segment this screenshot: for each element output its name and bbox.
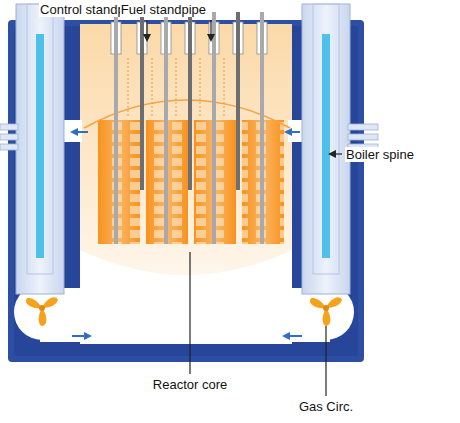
channel-line [152,58,153,118]
fuel-stringer [114,12,118,244]
boiler-column [302,4,350,294]
channel-line [224,58,225,118]
flow-arrows [70,128,302,340]
gas-circulator [25,294,58,327]
fuel-stringer [164,12,168,244]
control-rod [236,12,240,190]
boiler-pipes [0,124,18,150]
boiler-column [16,4,64,294]
standpipes [111,12,267,244]
channel-line [128,58,129,118]
fuel-stringer [260,12,264,244]
channel-line [176,58,177,118]
fuel-stringer [212,12,216,244]
boiler-spine [322,34,330,258]
leader-lines [143,20,342,396]
control-rod [140,12,144,190]
part-label: Reactor core [152,377,228,392]
gas-circulator [309,294,342,327]
channel-line [200,58,201,118]
part-label: Gas Circ. [298,399,354,414]
part-label: Fuel standpipe [120,2,207,17]
control-rod [188,12,192,190]
boiler-spine [36,34,44,258]
part-label: Boiler spine [345,147,415,162]
